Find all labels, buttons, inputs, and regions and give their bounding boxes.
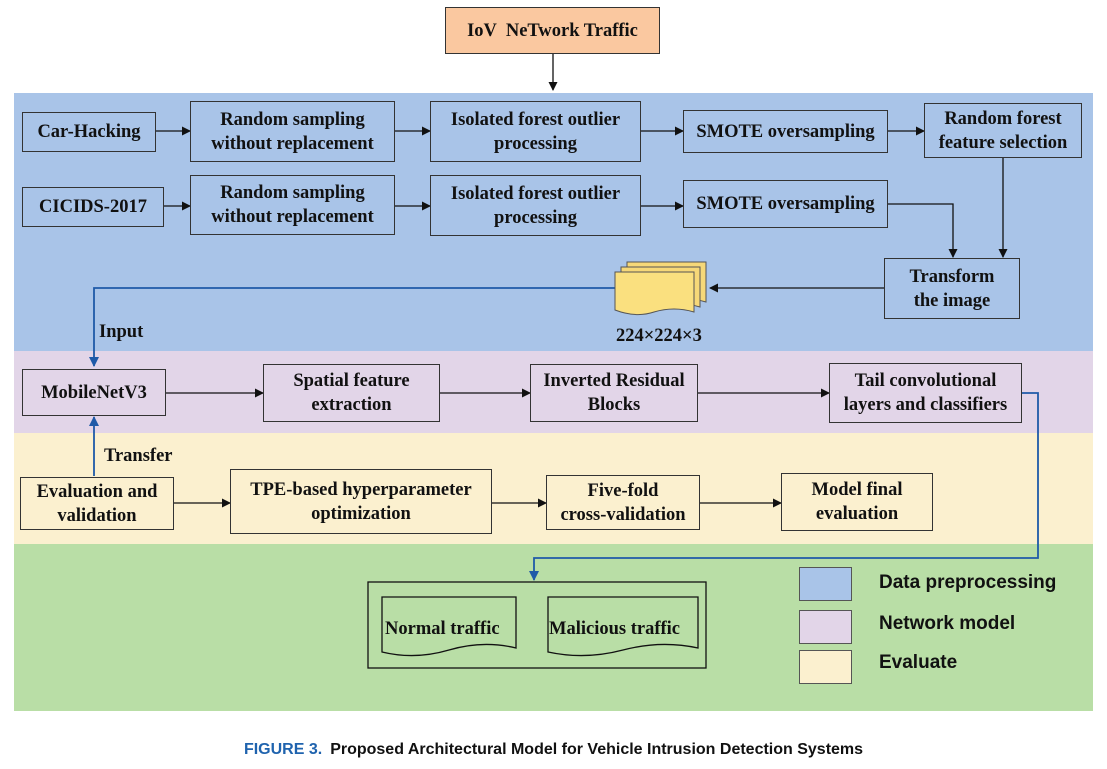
iov-network-traffic-box: IoV NeTwork Traffic (445, 7, 660, 54)
output-region (14, 544, 1093, 711)
random-sampling-box-2: Random sampling without replacement (190, 175, 395, 235)
random-forest-box: Random forest feature selection (924, 103, 1082, 158)
mobilenetv3-box: MobileNetV3 (22, 369, 166, 416)
input-label: Input (99, 322, 144, 342)
legend-label-network-model: Network model (879, 613, 1016, 634)
tail-convolutional-box: Tail convolutional layers and classifier… (829, 363, 1022, 423)
image-size-label: 224×224×3 (616, 326, 702, 346)
normal-traffic-label: Normal traffic (385, 619, 500, 639)
output-container (367, 581, 707, 669)
malicious-traffic-label: Malicious traffic (549, 619, 680, 639)
smote-box-1: SMOTE oversampling (683, 110, 888, 153)
legend-swatch-data-preprocessing (799, 567, 852, 601)
model-final-evaluation-box: Model final evaluation (781, 473, 933, 531)
legend-swatch-evaluate (799, 650, 852, 684)
random-sampling-box-1: Random sampling without replacement (190, 101, 395, 162)
arrow-smote2-to-transform (888, 203, 958, 258)
cicids-box: CICIDS-2017 (22, 187, 164, 227)
figure-caption: FIGURE 3. Proposed Architectural Model fo… (0, 741, 1107, 759)
caption-text: Proposed Architectural Model for Vehicle… (330, 741, 864, 758)
isolated-forest-box-2: Isolated forest outlier processing (430, 175, 641, 236)
caption-number: FIGURE 3. (243, 741, 323, 758)
legend-label-data-preprocessing: Data preprocessing (879, 572, 1057, 593)
five-fold-box: Five-fold cross-validation (546, 475, 700, 530)
inverted-residual-box: Inverted Residual Blocks (530, 364, 698, 422)
arrow-to-output (529, 392, 1039, 581)
isolated-forest-box-1: Isolated forest outlier processing (430, 101, 641, 162)
transform-image-box: Transform the image (884, 258, 1020, 319)
malicious-traffic-shape (547, 596, 699, 657)
car-hacking-box: Car-Hacking (22, 112, 156, 152)
tpe-optimization-box: TPE-based hyperparameter optimization (230, 469, 492, 534)
transfer-label: Transfer (104, 446, 173, 466)
evaluation-validation-box: Evaluation and validation (20, 477, 174, 530)
legend-label-evaluate: Evaluate (879, 652, 958, 673)
arrow-input (89, 287, 616, 367)
normal-traffic-shape (381, 596, 517, 657)
legend-swatch-network-model (799, 610, 852, 644)
spatial-feature-box: Spatial feature extraction (263, 364, 440, 422)
smote-box-2: SMOTE oversampling (683, 180, 888, 228)
image-stack-icon (614, 261, 707, 316)
